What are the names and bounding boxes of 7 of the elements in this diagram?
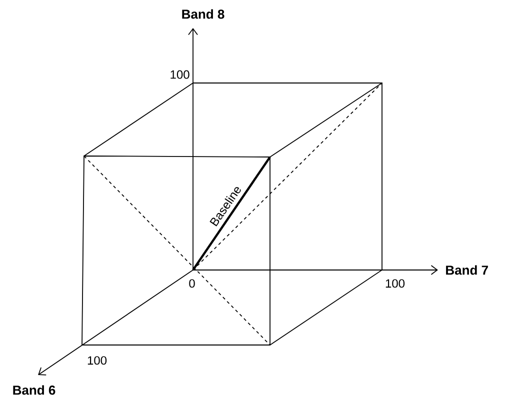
- axis-label: Band 8: [182, 9, 224, 19]
- axis-label: Band 6: [13, 385, 56, 395]
- tick-label: 0: [189, 279, 195, 288]
- tick-label: 100: [88, 356, 107, 365]
- tick-label: 100: [386, 279, 405, 288]
- tick-label: 100: [170, 70, 190, 79]
- axis-label: Band 7: [446, 265, 488, 275]
